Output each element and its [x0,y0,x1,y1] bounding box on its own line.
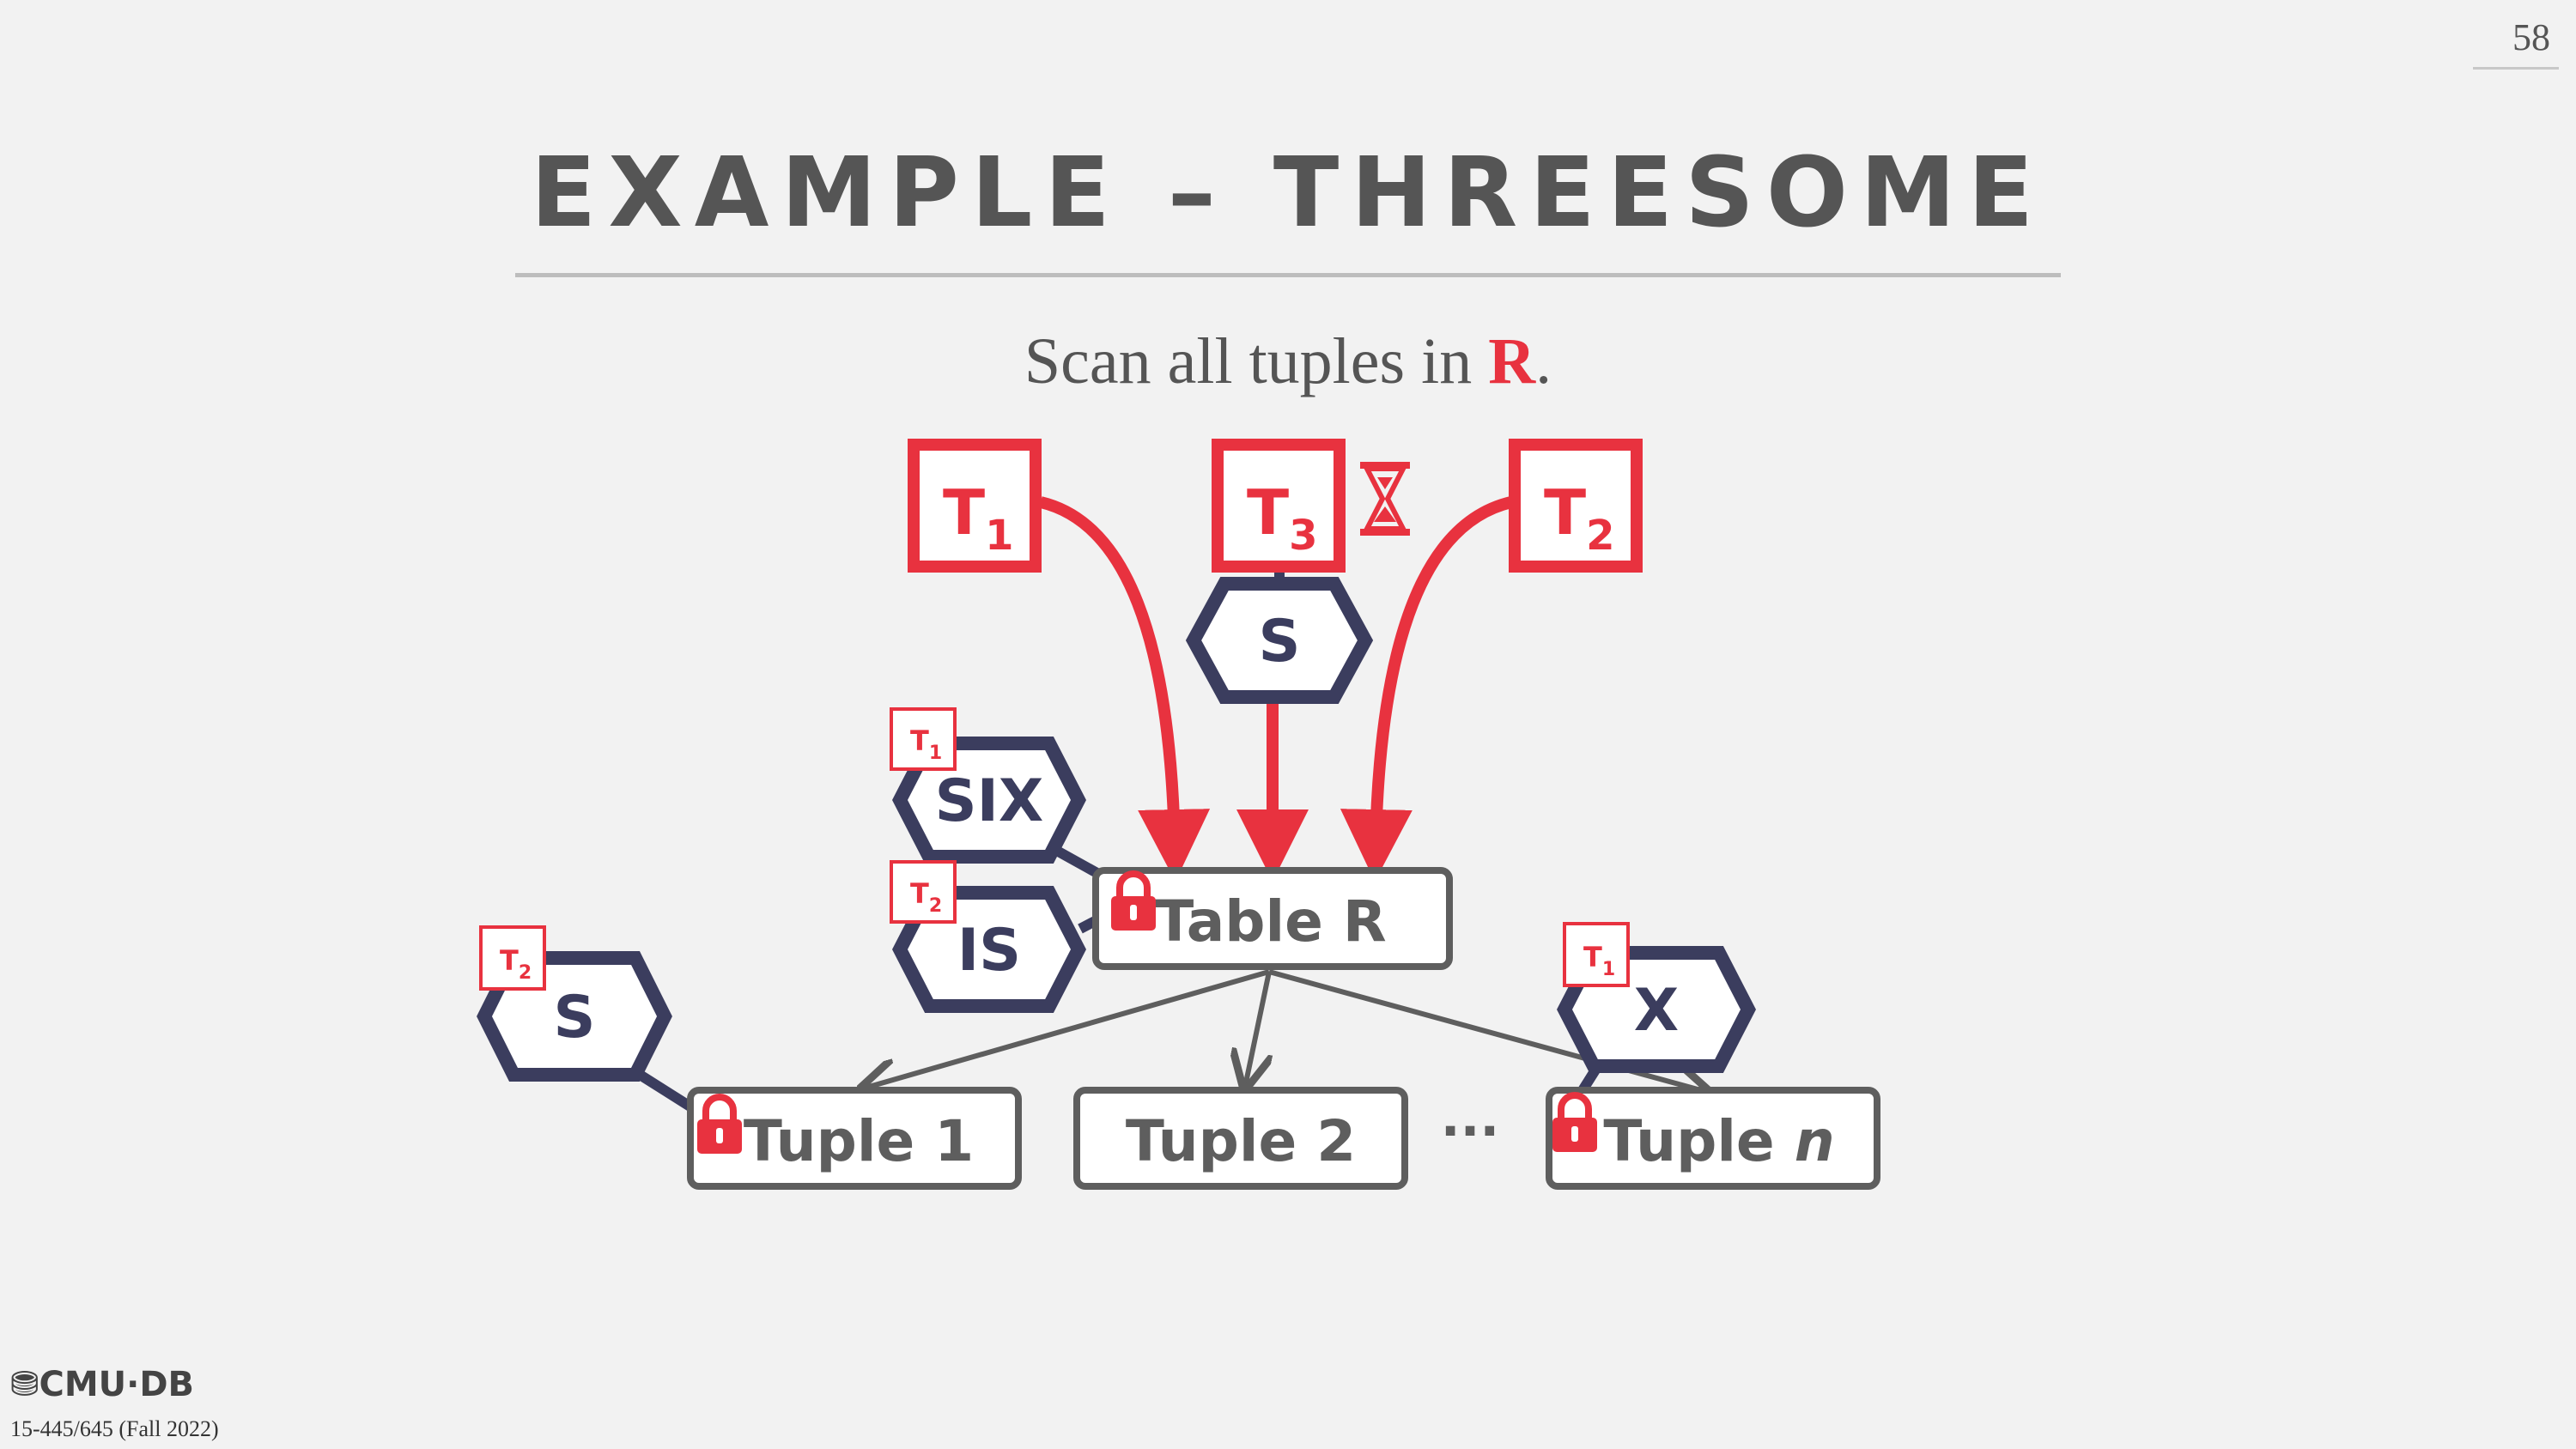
request-arrows [1039,496,1513,882]
edge-table-tuple2 [1245,971,1269,1087]
title-rule [515,273,2061,277]
transaction-t2: T2 [1509,439,1643,573]
lock-x-label: X [1634,977,1679,1045]
hourglass-icon [1360,462,1410,536]
node-tuple-2: Tuple 2 [1073,1087,1408,1190]
padlock-icon [697,1094,742,1154]
lock-six: SIX T1 [890,707,1086,864]
edge-table-tuple1 [863,969,1270,1088]
transaction-t3: T3 [1212,439,1346,573]
t3-subscript: 3 [1289,512,1317,560]
svg-text:T2: T2 [910,877,942,917]
tuple2-label: Tuple 2 [1126,1108,1356,1174]
lock-is-label: IS [957,917,1021,985]
svg-text:Tuple n: Tuple n [1603,1108,1834,1174]
is-owner-subscript: 2 [929,895,942,917]
arrow-t2-table [1340,496,1513,882]
lock-six-label: SIX [935,767,1044,835]
transaction-t1: T1 [908,439,1042,573]
ellipsis: ··· [1441,1101,1499,1161]
padlock-icon [1111,870,1156,931]
x-owner-label: T [1583,941,1602,973]
tuple1-label: Tuple 1 [744,1108,974,1174]
slide-title: EXAMPLE – THREESOME [530,137,2046,249]
subtitle-prefix: Scan all tuples in [1024,325,1489,397]
t1-label: T [943,476,985,549]
t1-subscript: 1 [985,512,1013,560]
node-tuple-1: Tuple 1 [687,1087,1022,1190]
lock-connectors [634,568,1604,1119]
lock-x: X T1 [1557,922,1756,1073]
course-label: 15-445/645 (Fall 2022) [10,1416,219,1441]
lock-is: IS T2 [890,860,1086,1013]
svg-text:T2: T2 [500,944,532,984]
six-owner-subscript: 1 [929,743,942,764]
page-number-rule [2473,67,2559,70]
svg-text:T1: T1 [943,476,1014,560]
node-tuple-n: Tuple n [1546,1087,1880,1190]
six-owner-label: T [910,724,929,757]
arrow-t1-table [1039,496,1211,882]
subtitle: Scan all tuples in R. [773,324,1803,399]
svg-text:T1: T1 [1583,941,1615,980]
t2-subscript: 2 [1586,512,1614,560]
x-owner-subscript: 1 [1602,959,1615,980]
lock-s-request-label: S [1259,608,1301,676]
tuplen-label: Tuple [1603,1108,1794,1174]
svg-text:T3: T3 [1247,476,1318,560]
t3-label: T [1247,476,1289,549]
s-owner-label: T [500,944,519,977]
table-r-label: Table R [1155,888,1386,955]
subtitle-suffix: . [1535,325,1552,397]
tuplen-var: n [1795,1108,1835,1174]
svg-text:T1: T1 [910,724,942,764]
padlock-icon [1552,1092,1597,1152]
t2-label: T [1544,476,1586,549]
lock-s-tuple: S T2 [477,925,672,1082]
subtitle-emph: R [1488,325,1536,397]
lock-s-request: S [1185,577,1374,704]
svg-text:T2: T2 [1544,476,1615,560]
node-table-r: Table R [1092,867,1453,970]
s-owner-subscript: 2 [519,962,532,984]
logo-text: CMU·DB [39,1365,195,1404]
page-number: 58 [2512,16,2550,58]
database-icon: ⛃ [10,1365,39,1404]
lock-s-tuple-label: S [554,984,596,1052]
is-owner-label: T [910,877,929,910]
cmu-db-logo: ⛃CMU·DB [10,1365,194,1404]
